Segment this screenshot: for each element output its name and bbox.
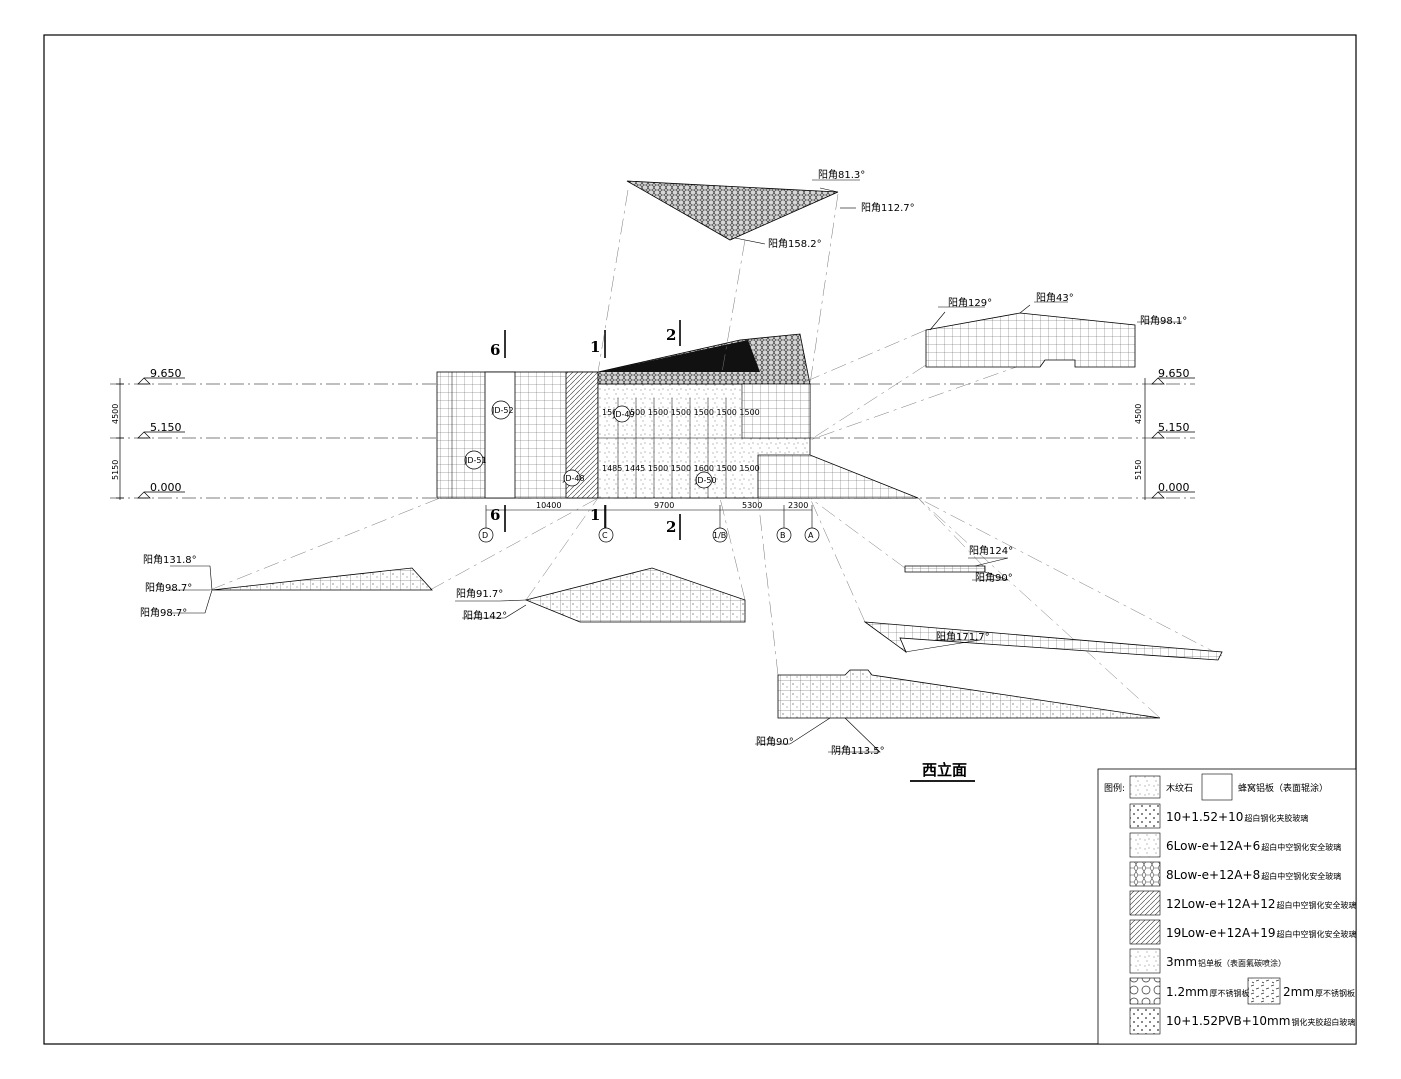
angle-left-98a: 阳角98.7° (145, 582, 192, 594)
angle-bottom-90: 阳角90° (756, 736, 794, 748)
grid-label-b: B (780, 531, 786, 540)
legend-swatch-2 (1129, 832, 1161, 858)
hdim-c-1b: 9700 (654, 501, 674, 510)
legend-steel-a: 1.2mm厚不锈钢板 (1166, 985, 1249, 999)
canopy-dark-face (598, 340, 760, 372)
legend-swatch-last (1129, 1007, 1161, 1035)
legend-swatch-5 (1129, 919, 1161, 945)
drawing-title: 西立面 (922, 761, 967, 779)
angle-mid-91: 阳角91.7° (456, 588, 503, 600)
panel-top-honeycomb (626, 180, 839, 241)
grid-bubbles (478, 527, 820, 543)
section-mark-2-bottom: 2 (666, 518, 676, 536)
level-right-top: 9.650 (1158, 367, 1190, 380)
angle-right-43: 阳角43° (1036, 292, 1074, 304)
angle-top-158: 阳角158.2° (768, 238, 822, 250)
hdim-b-a: 2300 (788, 501, 808, 510)
detail-tag-1: JD-52 (491, 406, 514, 415)
detail-tag-5: JD-50 (694, 476, 717, 485)
panel-left-wedge (211, 567, 433, 591)
panel-long-slope (863, 621, 1223, 661)
legend-item-2-main: 6Low-e+12A+6超白中空钢化安全玻璃 (1166, 839, 1341, 853)
lower-module-dims: 1485 1445 1500 1500 1600 1500 1500 (602, 464, 760, 473)
level-lines (110, 383, 1195, 499)
section-mark-1-bottom: 1 (590, 506, 600, 524)
legend-swatch-4 (1129, 890, 1161, 916)
legend-item-5-main: 19Low-e+12A+19超白中空钢化安全玻璃 (1166, 926, 1356, 940)
level-right-mid: 5.150 (1158, 421, 1190, 434)
detail-tag-4: JD-49 (612, 410, 635, 419)
detail-tag-2: JD-51 (464, 456, 487, 465)
legend: 图例: 木纹石 蜂窝铝板（表面辊涂） 10+1.52+10超白钢化夹胶玻璃 6L… (1097, 768, 1356, 1045)
upper-module-dims: 1500 1500 1500 1500 1500 1500 1500 (602, 408, 760, 417)
leader-lines (170, 179, 1182, 753)
vdim-right-lower: 5150 (1134, 460, 1143, 480)
level-left-bottom: 0.000 (150, 481, 182, 494)
panel-mid-prism (524, 567, 746, 623)
legend-swatch-1 (1129, 803, 1161, 829)
legend-steel-b: 2mm厚不锈钢板 (1283, 985, 1355, 999)
projection-lines (209, 189, 1223, 719)
sheet-border (43, 34, 1357, 1045)
angle-mid-142: 阳角142° (463, 610, 507, 622)
angle-bottom-113: 阴角113.5° (831, 745, 885, 757)
legend-swatch-honeycomb (1201, 773, 1233, 801)
legend-item-3-main: 8Low-e+12A+8超白中空钢化安全玻璃 (1166, 868, 1341, 882)
legend-swatch-3 (1129, 861, 1161, 887)
section-mark-2-top: 2 (666, 326, 676, 344)
angle-r2-90: 阳角90° (975, 572, 1013, 584)
level-marks-left (116, 377, 185, 500)
panel-thin-strip (904, 565, 986, 573)
angle-r2-171: 阳角171.7° (936, 631, 990, 643)
grid-label-d: D (482, 531, 488, 540)
detail-tag-3: JD-48 (562, 474, 585, 483)
level-marks-right (1144, 377, 1195, 500)
legend-item-4-main: 12Low-e+12A+12超白中空钢化安全玻璃 (1166, 897, 1356, 911)
grid-label-a: A (808, 531, 814, 540)
panel-right-upper (925, 312, 1136, 368)
panel-bottom-ramp (777, 669, 1161, 719)
grid-label-1b: 1/B (713, 531, 726, 540)
vdim-left-lower: 5150 (111, 460, 120, 480)
section-lines (504, 320, 681, 540)
detail-tags (464, 400, 713, 489)
legend-item-6-main: 3mm铝单板（表面氟碳喷涂） (1166, 955, 1286, 969)
hdim-d-c: 10400 (536, 501, 561, 510)
angle-top-112: 阳角112.7° (861, 202, 915, 214)
hdim-1b-b: 5300 (742, 501, 762, 510)
legend-heading: 图例: (1104, 782, 1125, 794)
legend-swatch-steel-b (1247, 977, 1281, 1005)
grid-label-c: C (602, 531, 608, 540)
angle-right-98: 阳角98.1° (1140, 315, 1187, 327)
left-opening (484, 371, 516, 499)
vdim-right-upper: 4500 (1134, 404, 1143, 424)
legend-stone-label: 木纹石 (1166, 782, 1193, 794)
section-mark-1-top: 1 (590, 338, 600, 356)
legend-honeycomb-label: 蜂窝铝板（表面辊涂） (1238, 782, 1328, 794)
legend-swatch-6 (1129, 948, 1161, 974)
main-elevation: 9.650 5.150 0.000 4500 5150 9.650 5.150 … (110, 320, 1195, 543)
angle-top-81: 阳角81.3° (818, 169, 865, 181)
section-mark-6-top: 6 (490, 341, 500, 359)
angle-left-98b: 阳角98.7° (140, 607, 187, 619)
section-mark-6-bottom: 6 (490, 506, 500, 524)
angle-left-131: 阳角131.8° (143, 554, 197, 566)
level-right-bottom: 0.000 (1158, 481, 1190, 494)
legend-swatch-steel-a (1129, 977, 1161, 1005)
vdim-left-upper: 4500 (111, 404, 120, 424)
horizontal-dim-line (485, 505, 813, 528)
angle-right-129: 阳角129° (948, 297, 992, 309)
level-left-top: 9.650 (150, 367, 182, 380)
level-left-mid: 5.150 (150, 421, 182, 434)
legend-swatch-stone (1129, 775, 1161, 799)
legend-item-1-main: 10+1.52+10超白钢化夹胶玻璃 (1166, 810, 1308, 824)
right-ramp-panel (757, 454, 919, 499)
angle-r2-124: 阳角124° (969, 545, 1013, 557)
legend-last-item: 10+1.52PVB+10mm钢化夹胶超白玻璃 (1166, 1014, 1355, 1028)
